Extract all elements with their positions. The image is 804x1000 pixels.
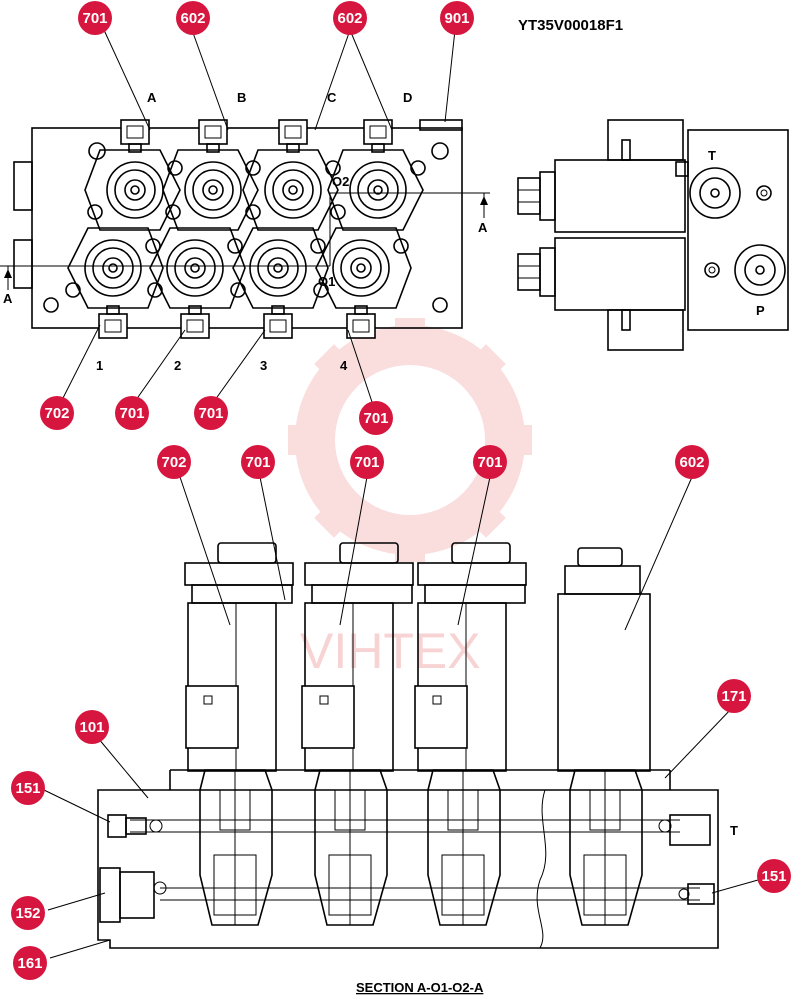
callout-702-top[interactable]: 702 — [40, 396, 74, 430]
callout-151-right[interactable]: 151 — [757, 859, 791, 893]
callout-602-section[interactable]: 602 — [675, 445, 709, 479]
svg-text:101: 101 — [79, 719, 104, 736]
solenoid-label-1: 1 — [96, 358, 103, 373]
solenoid-label-c: C — [327, 90, 337, 105]
svg-text:702: 702 — [161, 454, 186, 471]
svg-text:701: 701 — [245, 454, 270, 471]
callout-901[interactable]: 901 — [440, 1, 474, 35]
section-port-t-label: T — [730, 823, 738, 838]
callout-101[interactable]: 101 — [75, 710, 109, 744]
callout-152[interactable]: 152 — [11, 896, 45, 930]
section-marker-right: A — [478, 220, 488, 235]
port-o1-label: O1 — [318, 274, 335, 289]
svg-text:602: 602 — [180, 10, 205, 27]
side-view — [517, 119, 789, 351]
gear-logo — [288, 318, 532, 562]
section-marker-left: A — [3, 291, 13, 306]
solenoid-label-2: 2 — [174, 358, 181, 373]
callout-171[interactable]: 171 — [717, 679, 751, 713]
leader-lines — [43, 29, 759, 959]
top-view: A A O2 O1 A B C D 1 2 3 4 — [0, 90, 490, 373]
callout-701-2[interactable]: 701 — [115, 396, 149, 430]
svg-text:152: 152 — [15, 905, 40, 922]
callout-701-a[interactable]: 701 — [78, 1, 112, 35]
svg-text:171: 171 — [721, 688, 746, 705]
solenoid-label-d: D — [403, 90, 412, 105]
svg-text:701: 701 — [354, 454, 379, 471]
callout-701-section-2[interactable]: 701 — [350, 445, 384, 479]
solenoid-label-3: 3 — [260, 358, 267, 373]
callout-701-3[interactable]: 701 — [194, 396, 228, 430]
callout-161[interactable]: 161 — [13, 946, 47, 980]
callout-701-section-3[interactable]: 701 — [473, 445, 507, 479]
solenoid-stack-3 — [414, 542, 527, 926]
callout-701-4[interactable]: 701 — [359, 401, 393, 435]
watermark: VIHTEX — [288, 318, 532, 679]
svg-text:701: 701 — [477, 454, 502, 471]
watermark-text: VIHTEX — [300, 623, 481, 679]
callout-702-section[interactable]: 702 — [157, 445, 191, 479]
callout-602-b[interactable]: 602 — [176, 1, 210, 35]
svg-text:701: 701 — [82, 10, 107, 27]
solenoid-stack-4 — [557, 547, 651, 926]
section-line — [0, 192, 490, 290]
side-port-p-label: P — [756, 303, 765, 318]
port-o2-label: O2 — [332, 174, 349, 189]
solenoid-label-a: A — [147, 90, 157, 105]
upper-solenoid-row — [84, 119, 426, 231]
svg-text:701: 701 — [119, 405, 144, 422]
solenoid-stack-1 — [184, 542, 294, 926]
valve-block-outline — [31, 127, 463, 329]
svg-text:901: 901 — [444, 10, 469, 27]
svg-text:602: 602 — [679, 454, 704, 471]
callout-701-section-1[interactable]: 701 — [241, 445, 275, 479]
svg-text:602: 602 — [337, 10, 362, 27]
callout-602-cd[interactable]: 602 — [333, 1, 367, 35]
callouts: 701 602 602 901 702 701 701 701 702 701 — [11, 1, 791, 980]
svg-text:151: 151 — [761, 868, 786, 885]
solenoid-label-4: 4 — [340, 358, 348, 373]
solenoid-label-b: B — [237, 90, 246, 105]
callout-151-left[interactable]: 151 — [11, 771, 45, 805]
drawing-code: YT35V00018F1 — [518, 17, 623, 34]
section-view — [97, 542, 719, 949]
svg-text:702: 702 — [44, 405, 69, 422]
svg-text:701: 701 — [198, 405, 223, 422]
section-caption: SECTION A-O1-O2-A — [356, 980, 484, 995]
solenoid-stack-2 — [301, 542, 414, 926]
svg-text:151: 151 — [15, 780, 40, 797]
svg-text:701: 701 — [363, 410, 388, 427]
lower-solenoid-row — [65, 227, 412, 339]
side-port-t-label: T — [708, 148, 716, 163]
svg-text:161: 161 — [17, 955, 42, 972]
